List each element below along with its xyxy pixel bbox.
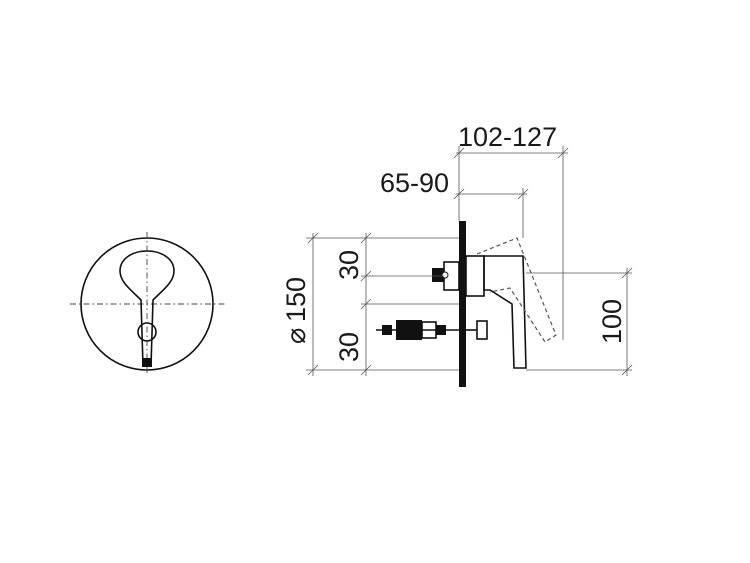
dim-top-range-label: 102-127 — [458, 122, 557, 152]
lever-side — [483, 255, 527, 369]
screw-head — [441, 271, 449, 279]
diverter-knob — [137, 322, 157, 342]
lever-tip — [142, 358, 152, 367]
dim-diameter-group: ⌀ 150 — [281, 277, 311, 344]
mixer-stud — [432, 268, 444, 282]
side-view — [376, 221, 557, 387]
diverter-knob-side — [476, 320, 488, 340]
dim-mid-range-label: 65-90 — [380, 168, 449, 198]
dim-diameter-label: 150 — [281, 277, 311, 322]
diameter-symbol: ⌀ — [281, 328, 311, 344]
dim-upper-offset-label: 30 — [334, 250, 364, 280]
mixer-body — [465, 255, 485, 297]
lever-raised-hidden — [476, 237, 557, 343]
dim-lower-offset-label: 30 — [334, 332, 364, 362]
lever-handle-outline — [119, 250, 175, 367]
front-view — [70, 232, 225, 376]
dim-height-label: 100 — [597, 299, 627, 344]
dimension-lines — [306, 146, 633, 376]
cartridge-icon — [376, 320, 459, 340]
cover-plate-side — [459, 221, 466, 387]
